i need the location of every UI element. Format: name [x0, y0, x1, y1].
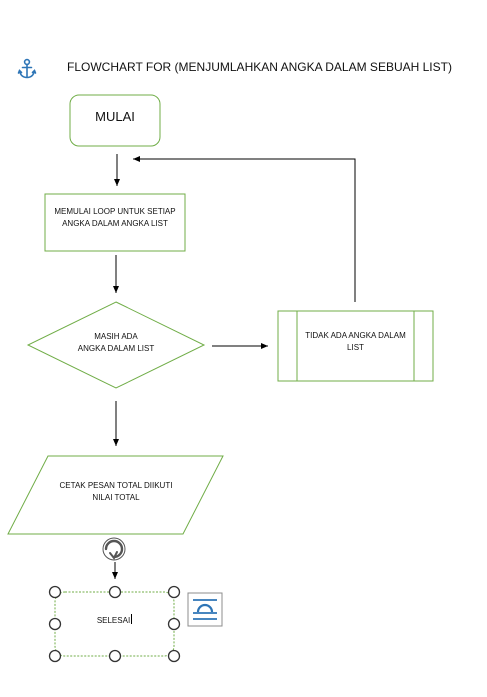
diagram-title: FLOWCHART FOR (MENJUMLAHKAN ANGKA DALAM … [67, 60, 452, 74]
end-text: SELESAI [96, 616, 131, 625]
loop-process-box[interactable] [44, 193, 186, 252]
anchor-icon[interactable] [17, 58, 37, 79]
output-parallelogram[interactable] [7, 455, 224, 535]
selection-handles[interactable] [48, 585, 181, 663]
process-text-line1: TIDAK ADA ANGKA DALAM [305, 331, 406, 340]
start-label: MULAI [70, 108, 160, 127]
resize-handle-top [108, 585, 122, 599]
resize-handle-bottom [108, 649, 122, 663]
decision-text-line1: MASIH ADA [94, 332, 138, 341]
resize-handle-bottom-right [167, 649, 181, 663]
decision-label: MASIH ADA ANGKA DALAM LIST [46, 331, 186, 354]
start-terminator[interactable] [69, 94, 161, 147]
loop-text-line2: ANGKA DALAM ANGKA LIST [62, 218, 168, 228]
decision-diamond[interactable] [26, 301, 206, 389]
arrow-process-back-to-loop[interactable] [133, 156, 356, 302]
layout-options-icon[interactable] [187, 592, 223, 627]
decision-text-line2: ANGKA DALAM LIST [77, 343, 155, 353]
rotate-handle-icon[interactable] [102, 537, 126, 561]
loop-label: MEMULAI LOOP UNTUK SETIAP ANGKA DALAM AN… [45, 206, 185, 229]
process-text-line2: LIST [347, 342, 364, 352]
output-text-line2: NILAI TOTAL [92, 492, 140, 502]
start-text: MULAI [95, 109, 135, 124]
text-cursor [131, 614, 133, 624]
output-label: CETAK PESAN TOTAL DIIKUTI NILAI TOTAL [36, 480, 196, 503]
resize-handle-right [167, 617, 181, 631]
loop-text-line1: MEMULAI LOOP UNTUK SETIAP [54, 207, 176, 216]
resize-handle-top-right [167, 585, 181, 599]
end-label[interactable]: SELESAI [55, 614, 174, 627]
resize-handle-top-left [48, 585, 62, 599]
predefined-process-box[interactable] [277, 310, 434, 382]
resize-handle-left [48, 617, 62, 631]
process-label: TIDAK ADA ANGKA DALAM LIST [297, 330, 414, 353]
output-text-line1: CETAK PESAN TOTAL DIIKUTI [59, 481, 173, 490]
resize-handle-bottom-left [48, 649, 62, 663]
